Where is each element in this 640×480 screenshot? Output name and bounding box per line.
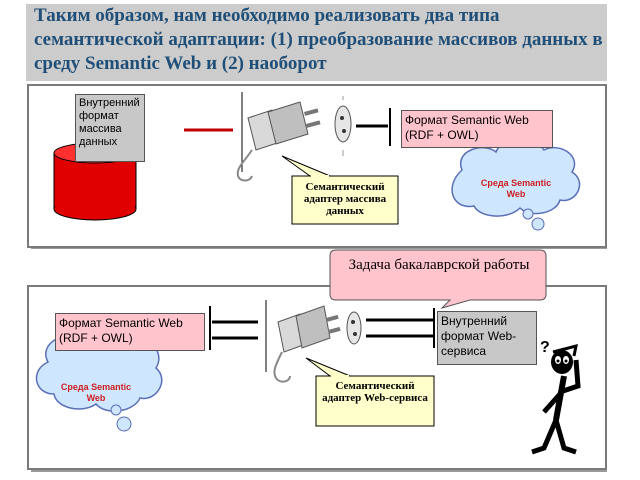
cloud-label: Среда Semantic Web	[60, 382, 132, 403]
plug-icon	[236, 96, 352, 182]
thinking-person-icon: ?	[531, 339, 581, 455]
adapter-label: Семантический адаптер Web-сервиса	[322, 380, 428, 404]
internal-format-box: Внутренний формат массива данных	[75, 94, 145, 162]
svg-text:?: ?	[540, 339, 550, 356]
cloud-icon	[451, 139, 581, 231]
adapter-callout	[281, 155, 399, 225]
sw-format-box: Формат Semantic Web (RDF + OWL)	[55, 313, 205, 351]
task-label: Задача бакалаврской работы	[348, 257, 530, 273]
plug-icon	[273, 305, 362, 383]
adapter-label: Семантический адаптер массива данных	[303, 181, 387, 217]
slide-title: Таким образом, нам необходимо реализоват…	[34, 5, 603, 74]
sw-format-box: Формат Semantic Web (RDF + OWL)	[401, 110, 553, 148]
internal-format-box: Внутренний формат Web-сервиса	[437, 311, 537, 365]
task-speech-bubble	[329, 249, 547, 310]
cloud-label: Среда Semantic Web	[480, 178, 552, 199]
title-band	[26, 4, 607, 81]
adapter-callout	[305, 357, 435, 427]
database-icon	[53, 142, 137, 221]
